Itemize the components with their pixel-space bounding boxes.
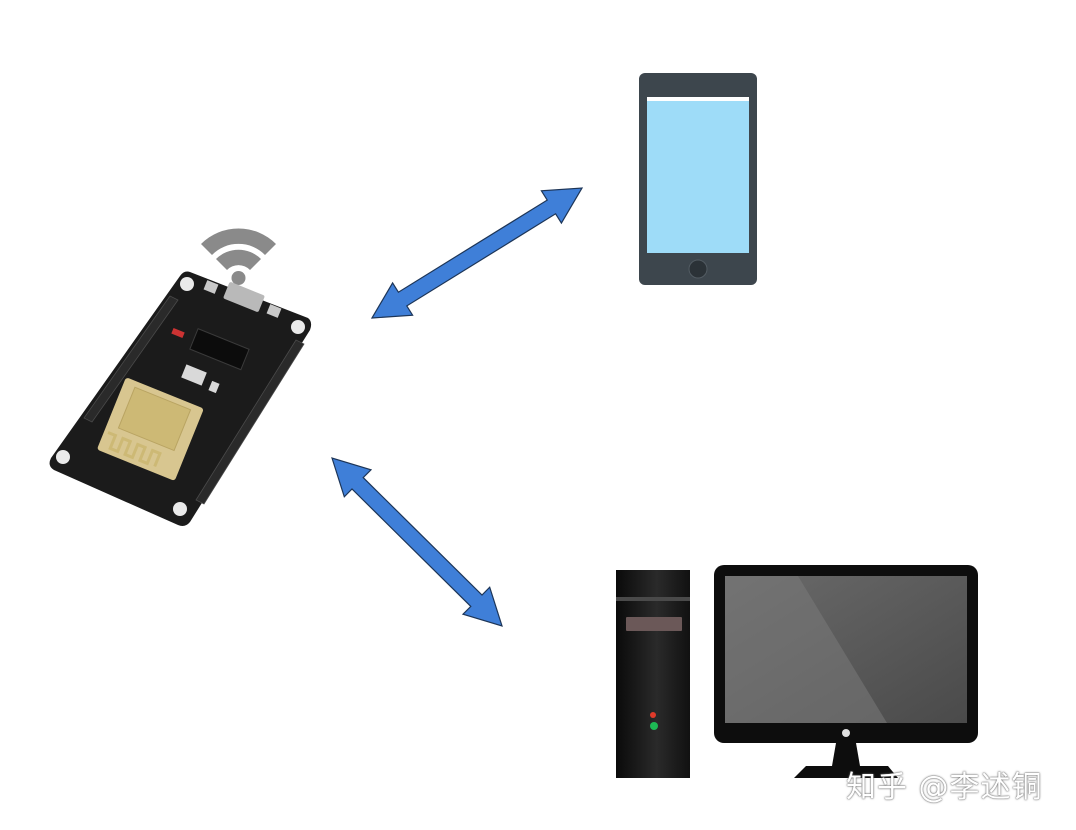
smartphone-icon (639, 73, 757, 285)
nodemcu-board-icon (49, 271, 312, 526)
desktop-computer-icon (616, 565, 978, 778)
wifi-icon (201, 228, 276, 285)
bidirectional-arrow-nodemcu-pc (331, 457, 503, 627)
watermark: 知乎 @李述铜 (846, 770, 1043, 805)
bidirectional-arrow-nodemcu-phone (370, 187, 584, 319)
